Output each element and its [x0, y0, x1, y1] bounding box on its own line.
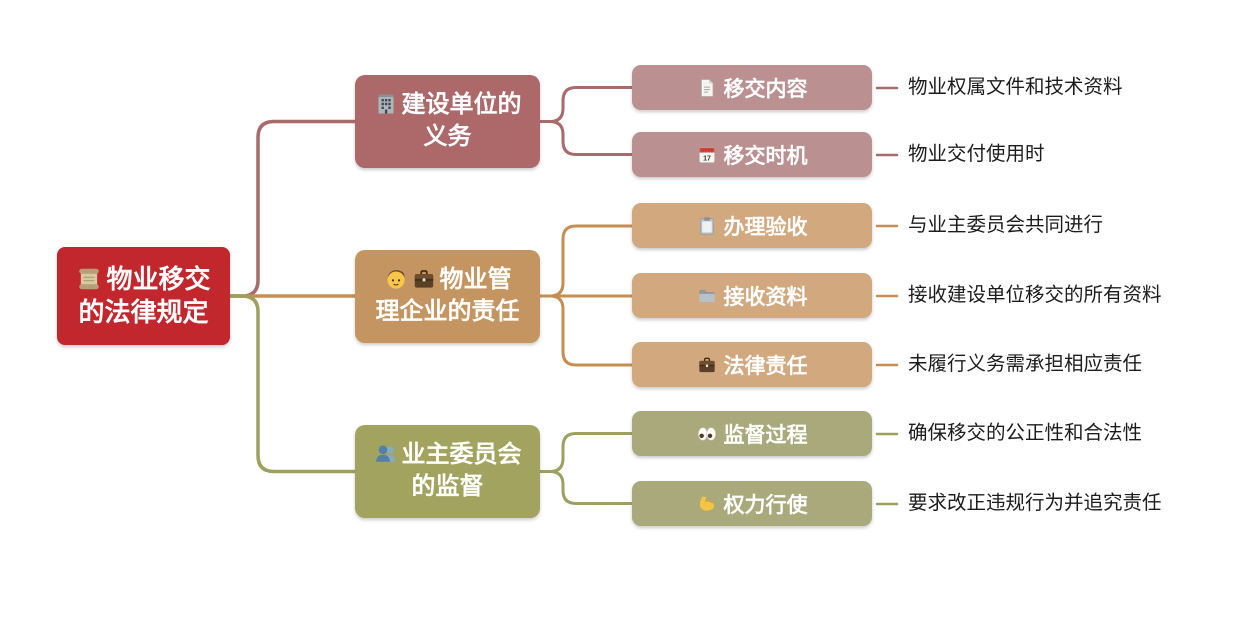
branch-node-content: 业主委员会的监督	[372, 440, 523, 502]
link-branch3-sub1	[538, 432, 634, 473]
subtopic-label: 法律责任	[723, 353, 808, 378]
subtopic-handover-timing[interactable]: 17 移交时机	[632, 132, 872, 177]
flexed-biceps-icon	[697, 494, 717, 514]
leaf-detail[interactable]: 与业主委员会共同进行	[908, 215, 1104, 236]
calendar-day-number: 17	[703, 154, 711, 162]
subtopic-label: 移交内容	[723, 76, 808, 101]
branch-label: 建设单位的义务	[401, 92, 522, 150]
subtopic-receive-materials[interactable]: 接收资料	[632, 273, 872, 318]
subtopic-legal-liability[interactable]: 法律责任	[632, 342, 872, 387]
leaf-detail[interactable]: 接收建设单位移交的所有资料	[908, 285, 1162, 306]
subtopic-label: 权力行使	[723, 492, 808, 517]
link-branch2-sub3	[538, 294, 634, 367]
calendar-icon: 17	[697, 145, 717, 165]
briefcase-icon	[412, 267, 436, 291]
branch-node-owners-committee[interactable]: 业主委员会的监督	[355, 425, 540, 518]
office-building-icon	[374, 92, 398, 116]
leaf-detail[interactable]: 确保移交的公正性和合法性	[908, 423, 1143, 444]
branch-node-content: 物业管理企业的责任	[372, 265, 523, 327]
leaf-detail[interactable]: 物业交付使用时	[908, 144, 1045, 165]
scroll-icon	[76, 266, 102, 292]
link-branch1-sub2	[538, 120, 634, 156]
link-branch1-sub1	[538, 86, 634, 123]
busts-in-silhouette-icon	[374, 442, 398, 466]
root-label: 物业移交的法律规定	[78, 264, 211, 327]
subtopic-handover-content[interactable]: 移交内容	[632, 65, 872, 110]
root-node-content: 物业移交的法律规定	[65, 263, 222, 330]
link-root-branch1	[228, 119, 358, 298]
clipboard-icon	[697, 216, 717, 236]
leaf-detail[interactable]: 要求改正违规行为并追究责任	[908, 493, 1162, 514]
branch-node-content: 建设单位的义务	[372, 90, 523, 152]
man-icon	[384, 267, 408, 291]
subtopic-exercise-power[interactable]: 权力行使	[632, 481, 872, 526]
link-branch3-sub2	[538, 470, 634, 505]
link-branch2-sub1	[538, 224, 634, 298]
leaf-detail[interactable]: 未履行义务需承担相应责任	[908, 354, 1143, 375]
briefcase-icon	[697, 355, 717, 375]
page-facing-up-icon	[697, 78, 717, 98]
root-node[interactable]: 物业移交的法律规定	[57, 247, 230, 345]
branch-label: 业主委员会的监督	[401, 442, 522, 500]
subtopic-supervise-process[interactable]: 监督过程	[632, 411, 872, 456]
folder-icon	[697, 286, 717, 306]
branch-label: 物业管理企业的责任	[375, 267, 520, 325]
eyes-icon	[697, 424, 717, 444]
branch-node-property-company[interactable]: 物业管理企业的责任	[355, 250, 540, 343]
subtopic-label: 移交时机	[723, 143, 808, 168]
leaf-detail[interactable]: 物业权属文件和技术资料	[908, 77, 1123, 98]
subtopic-label: 监督过程	[723, 422, 808, 447]
subtopic-acceptance-check[interactable]: 办理验收	[632, 203, 872, 248]
branch-node-construction-unit[interactable]: 建设单位的义务	[355, 75, 540, 168]
subtopic-label: 接收资料	[723, 284, 808, 309]
link-root-branch3	[228, 294, 358, 474]
subtopic-label: 办理验收	[723, 214, 808, 239]
